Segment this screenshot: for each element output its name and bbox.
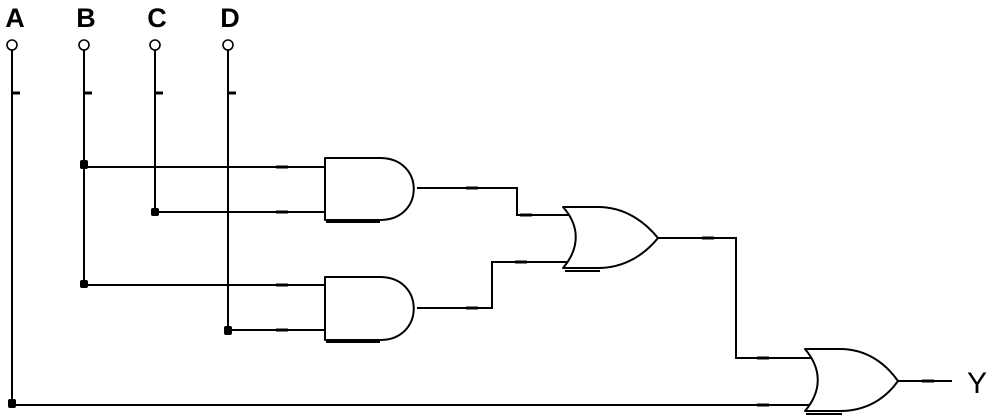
and-gate-1-body bbox=[324, 157, 415, 221]
input-label-a: A bbox=[5, 3, 25, 33]
input-terminal-b bbox=[78, 39, 90, 51]
and-input-wires bbox=[84, 166, 325, 331]
and-gate-2-body bbox=[324, 276, 415, 341]
input-terminal-d bbox=[222, 39, 234, 51]
input-label-c: C bbox=[147, 3, 167, 33]
or-gate-2 bbox=[804, 348, 899, 415]
wire-and2-to-or1 bbox=[417, 261, 571, 309]
junctions bbox=[8, 160, 232, 408]
or-gate-2-body bbox=[804, 348, 899, 412]
or-gate-1-body bbox=[562, 206, 659, 269]
wire-and1-to-or1 bbox=[417, 187, 571, 216]
input-label-b: B bbox=[76, 3, 96, 33]
junction-dot bbox=[224, 326, 232, 335]
input-terminal-a bbox=[6, 39, 18, 51]
junction-dot bbox=[80, 160, 88, 169]
input-lines bbox=[11, 50, 229, 405]
or-gate-1 bbox=[562, 206, 659, 272]
input-terminal-c bbox=[149, 39, 161, 51]
junction-dot bbox=[80, 280, 88, 288]
and-gate-2 bbox=[324, 276, 415, 343]
junction-dot bbox=[8, 399, 16, 408]
junction-dot bbox=[151, 208, 159, 216]
input-label-d: D bbox=[220, 3, 240, 33]
wire-or1-to-or2 bbox=[658, 237, 814, 359]
and-gate-1 bbox=[324, 157, 415, 223]
output-label-y: Y bbox=[967, 367, 987, 400]
